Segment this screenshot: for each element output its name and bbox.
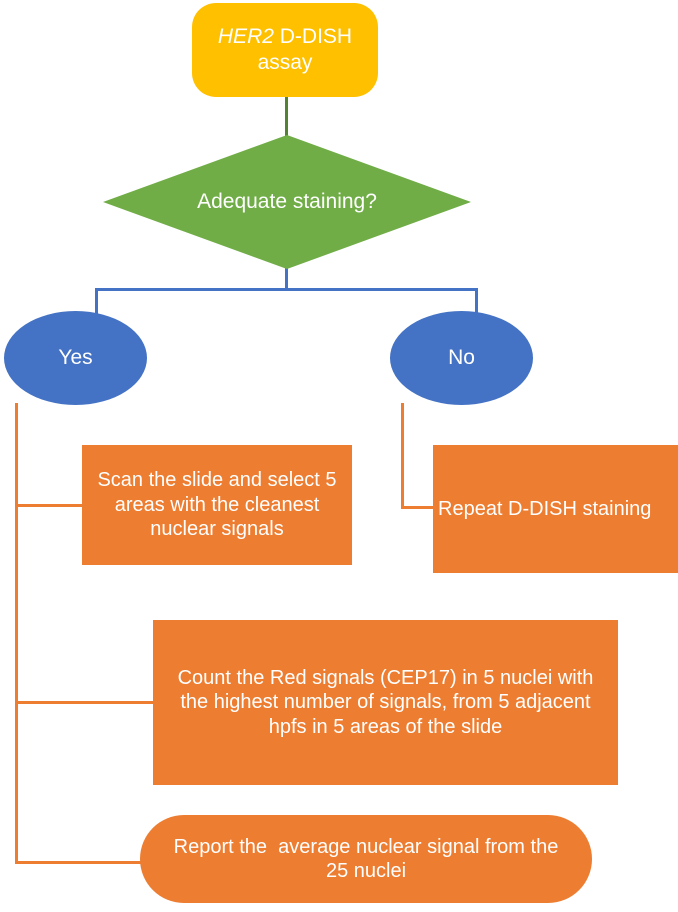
node-process-count-label: Count the Red signals (CEP17) in 5 nucle…: [177, 666, 599, 738]
connector-no-spine: [401, 403, 404, 509]
connector-branch-to-no: [475, 288, 478, 316]
connector-decision-stem: [285, 268, 288, 290]
node-branch-no-label: No: [448, 346, 475, 370]
node-branch-no[interactable]: No: [390, 311, 533, 405]
node-branch-yes-label: Yes: [58, 346, 93, 370]
connector-start-to-decision: [285, 97, 288, 137]
connector-yes-to-count: [15, 701, 154, 704]
node-branch-yes[interactable]: Yes: [4, 311, 147, 405]
node-process-repeat-label: Repeat D-DISH staining: [438, 497, 652, 520]
node-process-scan-slide[interactable]: Scan the slide and select 5 areas with t…: [82, 445, 352, 565]
connector-yes-to-report: [15, 861, 161, 864]
node-decision-label: Adequate staining?: [197, 190, 377, 214]
node-start-label: HER2 D-DISH assay: [218, 24, 352, 75]
node-start-her2-assay[interactable]: HER2 D-DISH assay: [192, 3, 378, 97]
node-process-repeat-staining[interactable]: Repeat D-DISH staining: [433, 445, 678, 573]
node-start-emphasis: HER2: [217, 25, 274, 49]
node-process-count-signals[interactable]: Count the Red signals (CEP17) in 5 nucle…: [153, 620, 618, 785]
connector-no-to-repeat: [401, 506, 435, 509]
node-terminal-report-label: Report the average nuclear signal from t…: [173, 835, 564, 882]
node-decision-adequate-staining[interactable]: Adequate staining?: [103, 135, 471, 269]
node-process-scan-label: Scan the slide and select 5 areas with t…: [97, 469, 343, 541]
connector-branch-to-yes: [95, 288, 98, 316]
node-start-rest: D-DISH assay: [257, 25, 353, 74]
node-terminal-report-average[interactable]: Report the average nuclear signal from t…: [140, 815, 592, 903]
connector-branch-bar: [95, 288, 478, 291]
connector-yes-to-scan: [15, 504, 83, 507]
connector-yes-spine: [15, 403, 18, 864]
